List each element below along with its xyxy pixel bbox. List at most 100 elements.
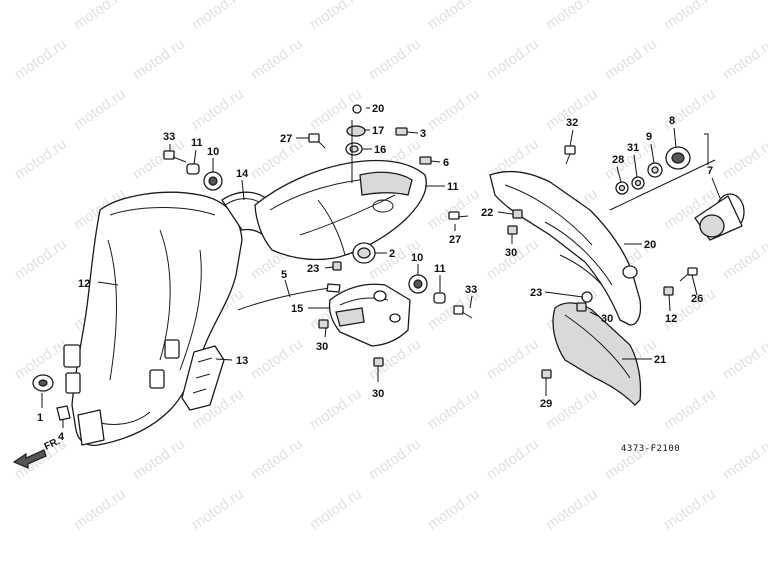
- callout-12: 12: [665, 313, 677, 325]
- watermark-text: motod.ru: [307, 485, 365, 533]
- leader-lines: [41, 107, 721, 428]
- callout-10-left: 10: [207, 146, 219, 158]
- part-1-grommet: [32, 374, 54, 392]
- watermark-text: motod.ru: [248, 435, 306, 483]
- part-26-bolt: [679, 267, 698, 282]
- watermark-text: motod.ru: [484, 35, 542, 83]
- watermark-text: motod.ru: [189, 85, 247, 133]
- part-30-nut-b: [318, 319, 329, 329]
- callout-21: 21: [654, 354, 666, 366]
- part-33-bolt-left: [163, 150, 187, 163]
- callout-30-a: 30: [505, 247, 517, 259]
- part-28-nut: [615, 181, 629, 195]
- watermark-text: motod.ru: [130, 435, 188, 483]
- part-27-bolt-lower: [448, 211, 469, 220]
- part-25-screw: [332, 261, 342, 271]
- part-4-clip: [56, 405, 71, 421]
- part-19-cushion: [346, 125, 366, 137]
- callout-13: 11: [447, 181, 459, 193]
- callout-23: 23: [530, 287, 542, 299]
- part-17-bracket: [328, 283, 411, 347]
- callout-29: 29: [540, 398, 552, 410]
- callout-11-left: 11: [191, 137, 203, 149]
- watermark-text: motod.ru: [71, 485, 129, 533]
- watermark-text: motod.ru: [71, 85, 129, 133]
- callout-5: 5: [281, 269, 287, 281]
- watermark-text: motod.ru: [720, 235, 768, 283]
- watermark-text: motod.ru: [425, 85, 483, 133]
- callout-22: 20: [372, 103, 384, 115]
- part-3-clip: [395, 127, 408, 136]
- part-8-socket: [665, 146, 691, 170]
- part-14-inner-fender: [63, 191, 243, 446]
- callout-25: 23: [307, 263, 319, 275]
- watermark-text: motod.ru: [720, 35, 768, 83]
- watermark-text: motod.ru: [543, 0, 601, 33]
- watermark-text: motod.ru: [543, 485, 601, 533]
- watermark-text: motod.ru: [248, 135, 306, 183]
- callout-24: 22: [481, 207, 493, 219]
- part-5-cable-tie: [237, 283, 341, 311]
- watermark-text: motod.ru: [484, 435, 542, 483]
- watermark-text: motod.ru: [248, 335, 306, 383]
- watermark-text: motod.ru: [130, 35, 188, 83]
- part-30-nut-c: [373, 357, 384, 367]
- callout-32: 32: [566, 117, 578, 129]
- watermark-text: motod.ru: [661, 0, 719, 33]
- bracket-line-8: [704, 133, 709, 165]
- watermark-text: motod.ru: [720, 335, 768, 383]
- part-7-lens: [694, 193, 745, 241]
- part-9-nut: [647, 162, 663, 178]
- part-10-grommet-left: [203, 171, 223, 191]
- diagram-part-code: 4373-F2100: [621, 444, 680, 454]
- callout-7: 7: [707, 165, 713, 177]
- watermark-text: motod.ru: [307, 0, 365, 33]
- part-2-grommet: [352, 242, 376, 264]
- callout-20: 20: [644, 239, 656, 251]
- callout-33-left: 33: [163, 131, 175, 143]
- watermark-text: motod.ru: [661, 485, 719, 533]
- callout-4: 4: [58, 431, 65, 443]
- callout-15: 13: [236, 355, 248, 367]
- part-30-nut-a: [507, 225, 518, 235]
- watermark-text: motod.ru: [425, 385, 483, 433]
- watermark-text: motod.ru: [720, 435, 768, 483]
- part-24-nut: [512, 209, 523, 219]
- watermark-text: motod.ru: [366, 35, 424, 83]
- callout-2: 2: [389, 248, 395, 260]
- part-11-collar-left: [186, 163, 200, 175]
- callout-17: 15: [291, 303, 303, 315]
- callout-18: 16: [374, 144, 386, 156]
- watermark-text: motod.ru: [71, 0, 129, 33]
- callout-27-lower: 27: [449, 234, 461, 246]
- part-22-cap: [352, 104, 362, 114]
- watermark-text: motod.ru: [720, 135, 768, 183]
- watermark-text: motod.ru: [484, 335, 542, 383]
- callout-10-right: 10: [411, 252, 423, 264]
- callout-30-c: 30: [372, 388, 384, 400]
- part-10-grommet-right: [408, 274, 428, 294]
- watermark-text: motod.ru: [602, 435, 660, 483]
- callout-19: 17: [372, 125, 384, 137]
- watermark-text: motod.ru: [189, 0, 247, 33]
- part-33-bolt-right: [453, 305, 473, 319]
- part-11-collar-right: [433, 292, 446, 304]
- part-29-nut: [541, 369, 552, 379]
- callout-8: 8: [669, 115, 675, 127]
- watermark-text: motod.ru: [189, 485, 247, 533]
- part-30-nut-d: [576, 302, 587, 312]
- part-20-license-bracket: [489, 170, 642, 326]
- part-27-bolt-upper: [308, 133, 326, 149]
- watermark-text: motod.ru: [366, 435, 424, 483]
- part-12-nut: [663, 286, 674, 296]
- watermark-text: motod.ru: [425, 0, 483, 33]
- callout-31: 31: [627, 142, 639, 154]
- part-23-washer: [581, 291, 593, 303]
- watermark-text: motod.ru: [484, 235, 542, 283]
- part-31-washer: [631, 176, 645, 190]
- callout-6: 6: [443, 157, 449, 169]
- watermark-text: motod.ru: [12, 235, 70, 283]
- watermark-text: motod.ru: [602, 35, 660, 83]
- callout-1: 1: [37, 412, 43, 424]
